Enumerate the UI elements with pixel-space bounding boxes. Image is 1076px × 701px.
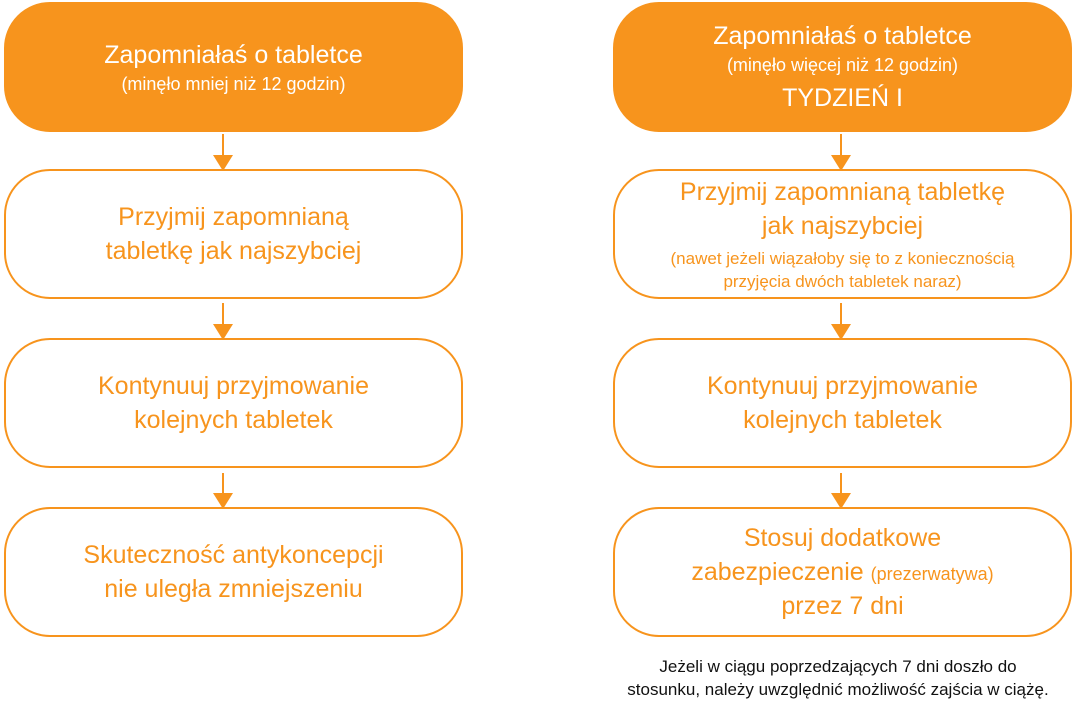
right-step-protection: Stosuj dodatkowe zabezpieczenie (prezerw…: [613, 507, 1072, 637]
left-header-title: Zapomniałaś o tabletce: [104, 41, 363, 69]
step-text: Stosuj dodatkowe: [743, 524, 942, 552]
left-step-result: Skuteczność antykoncepcji nie uległa zmn…: [4, 507, 463, 637]
left-header-box: Zapomniałaś o tabletce (minęło mniej niż…: [4, 2, 463, 132]
step-text: jak najszybciej: [761, 212, 924, 240]
step-note: przyjęcia dwóch tabletek naraz): [723, 272, 962, 291]
step-text: Przyjmij zapomnianą tabletkę: [679, 178, 1006, 206]
step-text: kolejnych tabletek: [134, 406, 333, 434]
right-header-subtitle: (minęło więcej niż 12 godzin): [726, 55, 959, 75]
step-note: (nawet jeżeli wiązałoby się to z koniecz…: [670, 249, 1015, 268]
step-text: zabezpieczenie: [691, 558, 864, 586]
step-text: kolejnych tabletek: [743, 406, 942, 434]
step-text: przez 7 dni: [781, 592, 904, 620]
step-text: tabletkę jak najszybciej: [105, 237, 362, 265]
right-header-title: Zapomniałaś o tabletce: [713, 22, 972, 50]
right-header-week: TYDZIEŃ I: [782, 84, 903, 112]
right-header-box: Zapomniałaś o tabletce (minęło więcej ni…: [613, 2, 1072, 132]
step-text: Kontynuuj przyjmowanie: [98, 372, 369, 400]
arrow-down-icon: [213, 303, 233, 340]
arrow-down-icon: [213, 134, 233, 171]
step-text: Skuteczność antykoncepcji: [83, 541, 384, 569]
left-step-continue: Kontynuuj przyjmowanie kolejnych tablete…: [4, 338, 463, 468]
step-text: Przyjmij zapomnianą: [118, 203, 349, 231]
arrow-down-icon: [831, 303, 851, 340]
arrow-down-icon: [831, 134, 851, 171]
left-step-take-pill: Przyjmij zapomnianą tabletkę jak najszyb…: [4, 169, 463, 299]
arrow-down-icon: [831, 473, 851, 509]
arrow-down-icon: [213, 473, 233, 509]
step-note: (prezerwatywa): [870, 564, 994, 584]
footnote-line: Jeżeli w ciągu poprzedzających 7 dni dos…: [659, 657, 1017, 676]
footnote-line: stosunku, należy uwzględnić możliwość za…: [627, 680, 1049, 699]
step-text: Kontynuuj przyjmowanie: [707, 372, 978, 400]
footnote: Jeżeli w ciągu poprzedzających 7 dni dos…: [600, 655, 1076, 701]
left-header-subtitle: (minęło mniej niż 12 godzin): [121, 74, 346, 94]
right-step-take-pill: Przyjmij zapomnianą tabletkę jak najszyb…: [613, 169, 1072, 299]
right-step-continue: Kontynuuj przyjmowanie kolejnych tablete…: [613, 338, 1072, 468]
step-text: nie uległa zmniejszeniu: [104, 575, 363, 603]
